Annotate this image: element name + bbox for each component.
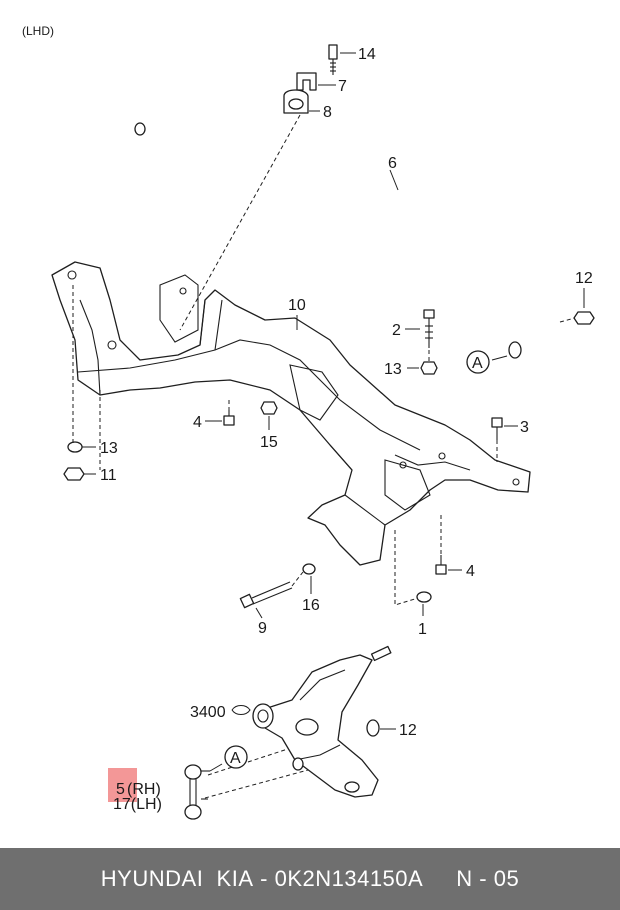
label-5: 5 — [116, 781, 125, 798]
label-4-upper: 4 — [193, 414, 202, 431]
nut-15 — [260, 401, 278, 415]
label-9: 9 — [258, 620, 267, 637]
callout-a-top: A — [472, 355, 483, 372]
label-16: 16 — [302, 597, 320, 614]
lower-control-arm — [252, 645, 392, 798]
stabilizer-bar — [134, 118, 554, 359]
front-crossmember — [51, 261, 531, 566]
nut-12-top — [573, 311, 595, 325]
bracket-bolt — [328, 44, 338, 75]
nut-11 — [63, 467, 85, 481]
label-11: 11 — [100, 467, 117, 484]
label-17-lh: 17(LH) — [113, 796, 162, 813]
parts-diagram: (LHD) — [22, 24, 595, 820]
label-3: 3 — [520, 419, 529, 436]
label-4-lower: 4 — [466, 563, 475, 580]
footer-page-code: N - 05 — [456, 866, 520, 891]
lhd-label: (LHD) — [22, 24, 54, 38]
bolt-4-upper — [223, 410, 235, 426]
label-1: 1 — [418, 621, 427, 638]
washer-16 — [302, 563, 316, 575]
label-12-arm: 12 — [399, 722, 417, 739]
footer-part-number: - 0K2N134150A — [260, 866, 424, 891]
label-10: 10 — [288, 297, 306, 314]
label-2: 2 — [392, 322, 401, 339]
washer-1 — [416, 591, 432, 603]
footer-brand-hyundai: HYUNDAI — [100, 866, 204, 891]
label-8: 8 — [323, 104, 332, 121]
bolt-9 — [239, 581, 293, 609]
stabilizer-bushing — [296, 72, 317, 91]
callout-a-bottom: A — [230, 750, 241, 767]
stabilizer-bracket — [283, 89, 309, 114]
bolt-4-lower — [435, 555, 447, 575]
footer-brand-kia: KIA — [216, 866, 254, 891]
label-5-rh: (RH) — [127, 781, 161, 798]
label-15: 15 — [260, 434, 278, 451]
nut-13-right — [420, 361, 438, 375]
label-7: 7 — [338, 78, 347, 95]
label-13-right: 13 — [384, 361, 402, 378]
clip-3400 — [231, 704, 251, 716]
bolt-3 — [491, 417, 503, 440]
footer-bar: HYUNDAI KIA - 0K2N134150A N - 05 — [0, 848, 620, 910]
label-12-top: 12 — [575, 270, 593, 287]
washer-13-left — [67, 441, 83, 453]
label-6: 6 — [388, 155, 397, 172]
washer-12-arm — [366, 719, 380, 737]
label-3400: 3400 — [190, 704, 226, 721]
bolt-2 — [423, 309, 435, 348]
part-highlight — [108, 768, 137, 802]
label-14: 14 — [358, 46, 376, 63]
label-13-left: 13 — [100, 440, 118, 457]
stabilizer-link — [184, 764, 210, 820]
